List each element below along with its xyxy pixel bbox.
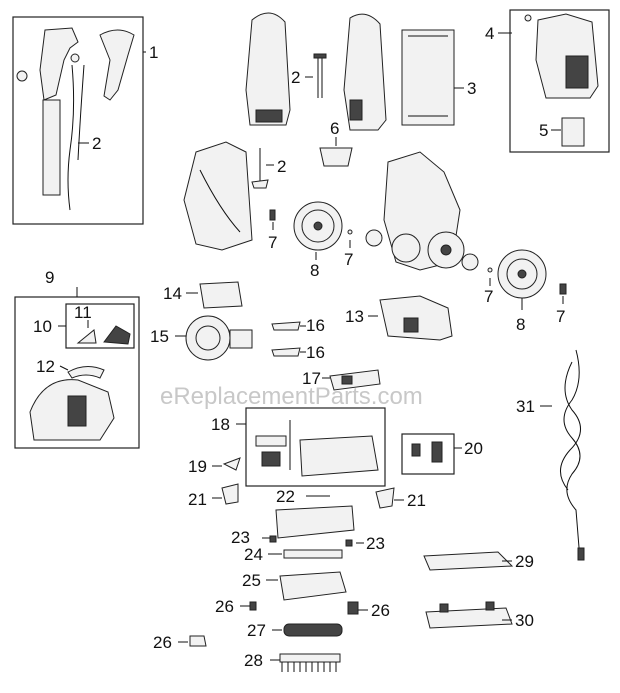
part-label-21: 21 (188, 490, 207, 509)
brush-part (279, 653, 341, 663)
part-label-10: 10 (33, 317, 52, 336)
part-label-16: 16 (306, 343, 325, 362)
tray-part (423, 551, 514, 571)
part-label-7: 7 (556, 307, 565, 326)
clip-part (319, 147, 353, 167)
part-label-3: 3 (467, 79, 476, 98)
part-label-8: 8 (310, 261, 319, 280)
switch-part (431, 441, 443, 463)
part-label-17: 17 (302, 369, 321, 388)
part-label-25: 25 (242, 571, 261, 590)
pump-assembly-part (255, 420, 379, 477)
pump-assembly-box (245, 407, 386, 487)
part-label-31: 31 (516, 397, 535, 416)
part-label-28: 28 (244, 651, 263, 670)
cap-part (561, 117, 585, 147)
part-label-2: 2 (277, 157, 286, 176)
axle-pin-part (559, 283, 567, 295)
washer-part (487, 267, 493, 273)
part-label-24: 24 (244, 545, 263, 564)
switch-box (401, 433, 455, 475)
part-label-7: 7 (344, 250, 353, 269)
bracket-part (375, 487, 395, 509)
part-label-7: 7 (484, 287, 493, 306)
part-label-1: 1 (149, 43, 158, 62)
part-label-30: 30 (515, 611, 534, 630)
part-label-23: 23 (366, 534, 385, 553)
part-label-26: 26 (371, 601, 390, 620)
clip-part (249, 601, 257, 611)
axle-pin-part (269, 209, 276, 221)
lid-part (67, 366, 105, 379)
base-frame-part (383, 151, 479, 271)
part-label-8: 8 (516, 315, 525, 334)
part-label-22: 22 (276, 487, 295, 506)
wheel-part (497, 249, 547, 299)
label-sheet-part (401, 29, 455, 126)
part-label-6: 6 (330, 119, 339, 138)
switch-part (411, 443, 421, 457)
part-label-9: 9 (45, 268, 54, 287)
part-label-21: 21 (407, 491, 426, 510)
base-plate-part (425, 607, 513, 629)
fan-housing-part (185, 315, 253, 361)
part-label-7: 7 (268, 233, 277, 252)
brush-roll-part (283, 623, 343, 637)
part-label-11: 11 (74, 303, 92, 322)
part-label-15: 15 (150, 327, 169, 346)
brush-cover-part (279, 571, 347, 601)
part-label-4: 4 (485, 24, 494, 43)
part-label-14: 14 (163, 284, 182, 303)
bracket-part (221, 483, 239, 505)
clip-part (189, 635, 207, 647)
part-label-2: 2 (291, 68, 300, 87)
motor-cover-part (199, 281, 243, 309)
screw-part (313, 53, 327, 98)
filter-part (76, 329, 97, 344)
latch-part (251, 148, 269, 189)
watermark-text: eReplacementParts.com (160, 383, 423, 410)
screw-part (345, 539, 353, 547)
tank-assembly-box (509, 9, 610, 153)
handle-assembly-box (12, 16, 144, 225)
roller-part (283, 549, 343, 559)
part-label-13: 13 (345, 307, 364, 326)
gasket-part (271, 347, 301, 357)
gasket-part (271, 321, 301, 331)
clip-part (347, 601, 359, 615)
part-label-26: 26 (215, 597, 234, 616)
part-label-29: 29 (515, 552, 534, 571)
upper-handle-part (16, 27, 135, 211)
part-label-12: 12 (36, 357, 55, 376)
tank-part (524, 13, 599, 99)
washer-part (347, 229, 353, 235)
wheel-part (293, 201, 343, 251)
rear-cover-part (343, 13, 387, 131)
nozzle-housing-part (275, 505, 355, 539)
nozzle-part (222, 457, 241, 471)
part-label-19: 19 (188, 457, 207, 476)
power-cord-part (560, 349, 585, 561)
filter-screen-part (103, 325, 131, 345)
rear-housing-part (379, 295, 453, 341)
ring-part (365, 229, 383, 247)
part-label-2: 2 (92, 134, 101, 153)
part-label-18: 18 (211, 415, 230, 434)
part-label-26: 26 (153, 633, 172, 652)
valve-part (329, 369, 381, 391)
part-label-20: 20 (464, 439, 483, 458)
recovery-tank-part (29, 379, 115, 441)
front-cover-part (245, 12, 291, 126)
part-label-23: 23 (231, 528, 250, 547)
part-label-5: 5 (539, 121, 548, 140)
screw-part (269, 535, 277, 543)
side-panel-part (183, 141, 253, 251)
part-label-16: 16 (306, 316, 325, 335)
part-label-27: 27 (247, 621, 266, 640)
